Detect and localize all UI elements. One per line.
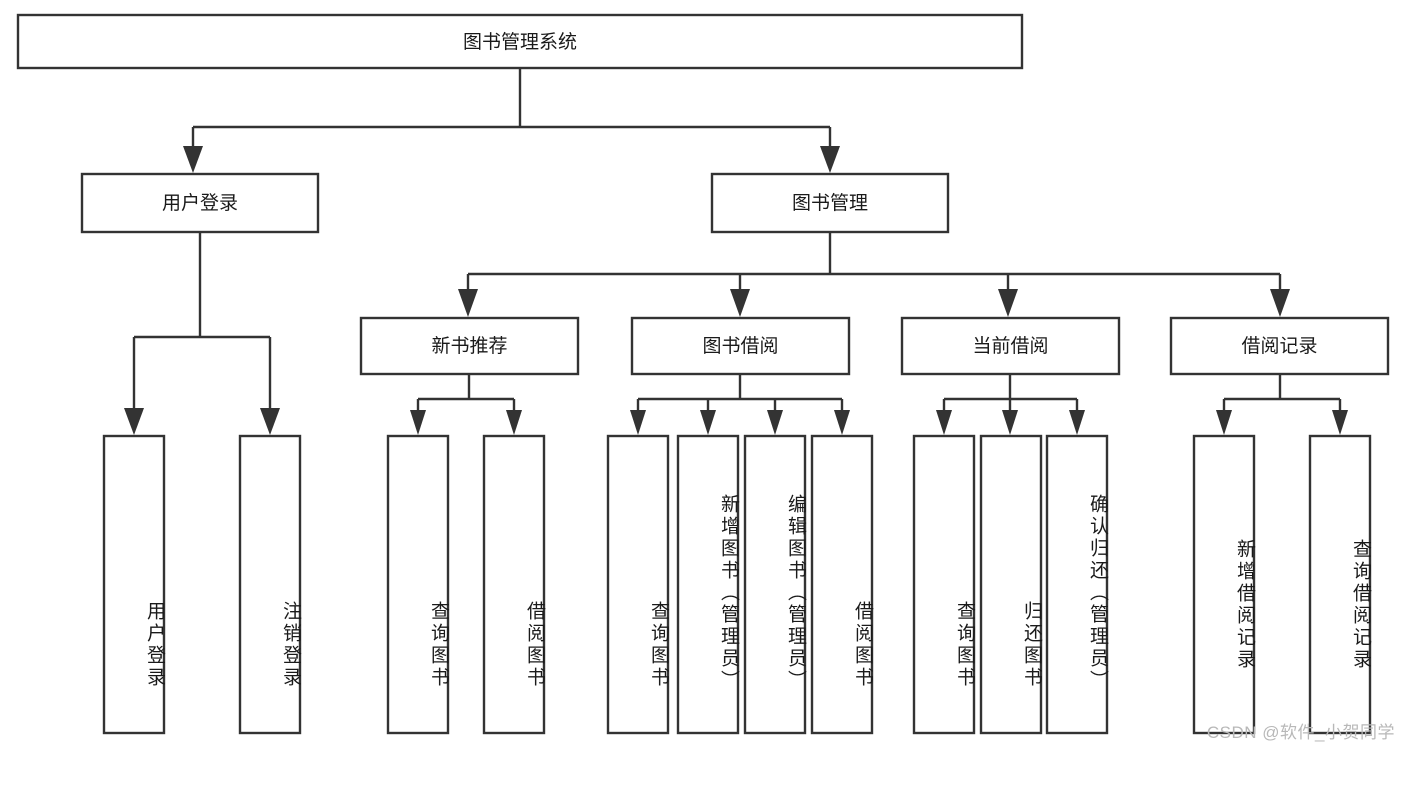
node-box-leaf-current-1[interactable] <box>912 434 976 735</box>
arrow-current-leaf-2 <box>1002 410 1018 435</box>
arrow-book-manage-child-2 <box>730 289 750 317</box>
node-label-root: 图书管理系统 <box>463 31 577 53</box>
node-box-leaf-borrow-2[interactable] <box>676 434 740 735</box>
node-box-leaf-newbook-1[interactable] <box>386 434 450 735</box>
node-box-leaf-record-2[interactable] <box>1308 434 1372 735</box>
arrow-current-leaf-3 <box>1069 410 1085 435</box>
node-box-leaf-borrow-4[interactable] <box>810 434 874 735</box>
arrow-root-to-book-manage <box>820 146 840 173</box>
arrow-record-leaf-1 <box>1216 410 1232 435</box>
node-box-book-manage[interactable] <box>710 172 950 234</box>
node-label-current-borrow: 当前借阅 <box>972 335 1048 357</box>
diagram-canvas: 图书管理系统 用户登录 图书管理 新书推荐 图书借阅 当前借阅 借阅记录 <box>16 13 1395 742</box>
node-box-leaf-borrow-3[interactable] <box>743 434 807 735</box>
node-box-new-book-recommend[interactable] <box>359 316 580 376</box>
node-box-current-borrow[interactable] <box>900 316 1121 376</box>
watermark-text: CSDN @软件_小贺同学 <box>1206 723 1395 742</box>
node-box-leaf-record-1[interactable] <box>1192 434 1256 735</box>
arrow-record-leaf-2 <box>1332 410 1348 435</box>
node-box-user-login[interactable] <box>80 172 320 234</box>
node-label-new-book-recommend: 新书推荐 <box>431 335 507 357</box>
node-box-book-borrow[interactable] <box>630 316 851 376</box>
arrow-newbook-leaf-2 <box>506 410 522 435</box>
arrow-user-login-leaf-1 <box>124 408 144 435</box>
node-label-user-login: 用户登录 <box>162 192 238 214</box>
arrow-book-manage-child-4 <box>1270 289 1290 317</box>
arrow-borrow-leaf-3 <box>767 410 783 435</box>
node-label-borrow-record: 借阅记录 <box>1241 335 1317 357</box>
node-box-borrow-record[interactable] <box>1169 316 1390 376</box>
arrow-book-manage-child-3 <box>998 289 1018 317</box>
node-box-leaf-current-3[interactable] <box>1045 434 1109 735</box>
node-box-leaf-current-2[interactable] <box>979 434 1043 735</box>
arrow-root-to-user-login <box>183 146 203 173</box>
arrow-user-login-leaf-2 <box>260 408 280 435</box>
arrow-current-leaf-1 <box>936 410 952 435</box>
node-box-leaf-user-login-2[interactable] <box>238 434 302 735</box>
node-layer: 图书管理系统 用户登录 图书管理 新书推荐 图书借阅 当前借阅 借阅记录 <box>16 13 1390 735</box>
tree-diagram: 图书管理系统 用户登录 图书管理 新书推荐 图书借阅 当前借阅 借阅记录 <box>16 13 1390 735</box>
node-box-leaf-borrow-1[interactable] <box>606 434 670 735</box>
node-label-book-manage: 图书管理 <box>792 192 868 214</box>
node-box-leaf-user-login-1[interactable] <box>102 434 166 735</box>
arrow-borrow-leaf-1 <box>630 410 646 435</box>
arrow-borrow-leaf-2 <box>700 410 716 435</box>
node-label-book-borrow: 图书借阅 <box>702 335 778 357</box>
connector-layer <box>124 69 1348 435</box>
node-box-leaf-newbook-2[interactable] <box>482 434 546 735</box>
arrow-book-manage-child-1 <box>458 289 478 317</box>
node-box-root[interactable] <box>16 13 1024 70</box>
arrow-newbook-leaf-1 <box>410 410 426 435</box>
arrow-borrow-leaf-4 <box>834 410 850 435</box>
